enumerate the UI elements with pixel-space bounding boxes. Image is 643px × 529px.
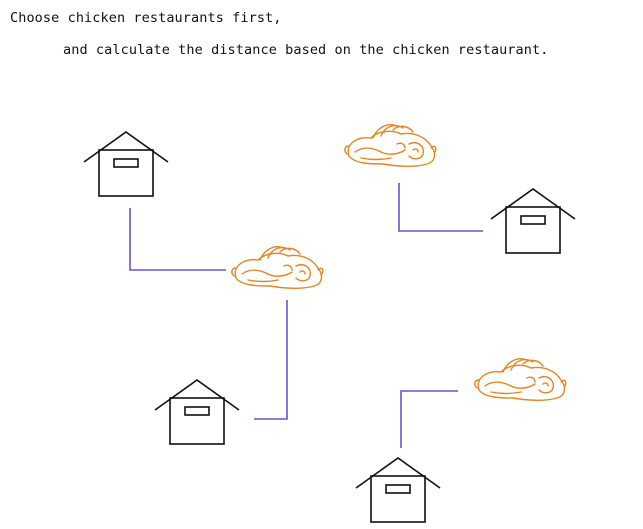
house-icon — [490, 188, 576, 254]
roast-chicken-icon — [474, 358, 567, 402]
house-icon — [154, 379, 240, 445]
roast-chicken-icon — [344, 124, 437, 168]
path-house1-chicken2 — [129, 208, 226, 271]
path-house3-chicken2 — [254, 300, 288, 420]
path-house4-chicken3 — [400, 390, 458, 448]
house-icon — [355, 457, 441, 523]
roast-chicken-icon — [231, 246, 324, 290]
caption-line-1: Choose chicken restaurants first, — [10, 10, 282, 26]
caption-line-2: and calculate the distance based on the … — [63, 42, 549, 58]
house-icon — [83, 131, 169, 197]
path-house2-chicken1 — [398, 183, 483, 232]
